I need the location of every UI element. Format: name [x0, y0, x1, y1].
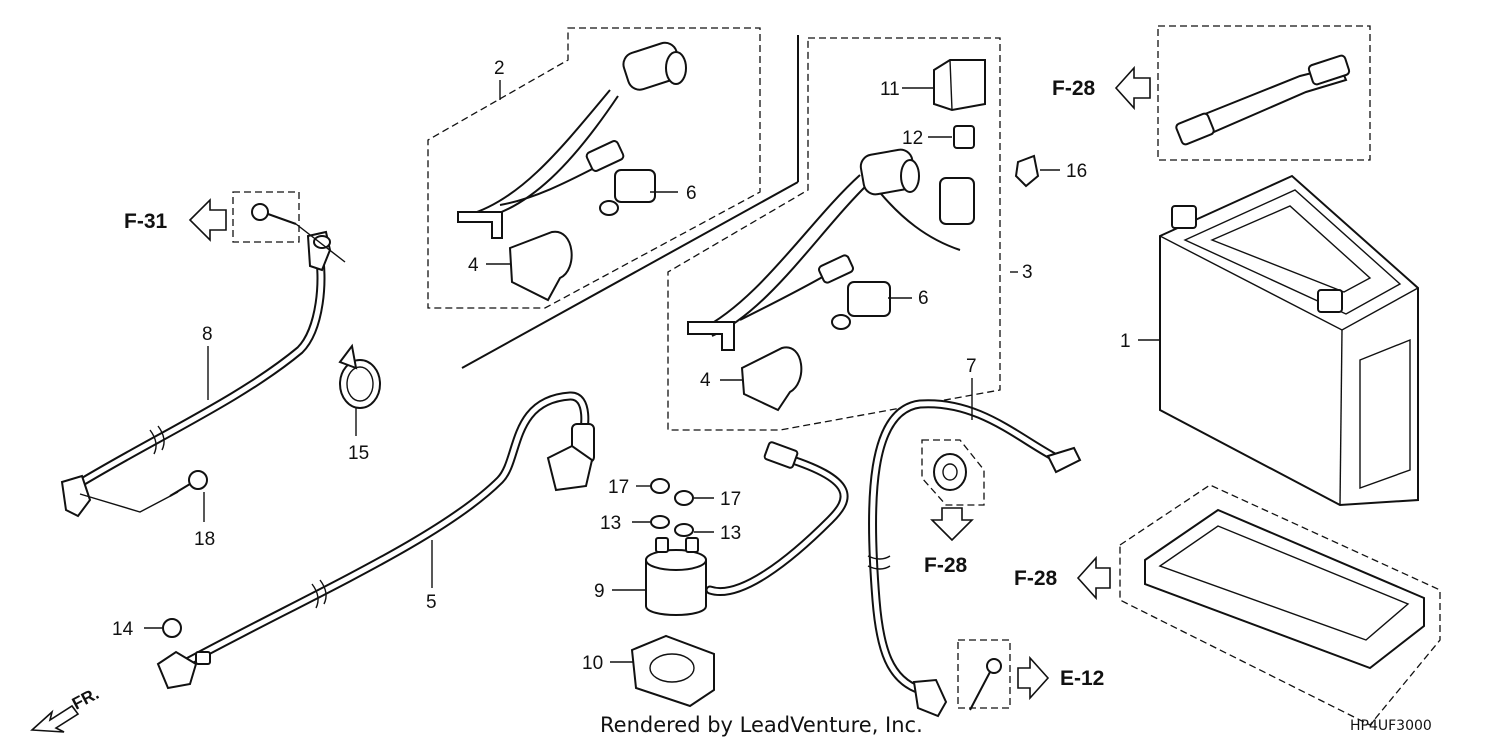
credit-text: Rendered by LeadVenture, Inc. [600, 713, 923, 737]
callout-7: 7 [966, 356, 977, 377]
nut-17a [650, 478, 670, 494]
ref-e12: E-12 [1060, 667, 1104, 690]
nut-17b [674, 490, 694, 506]
callout-18: 18 [194, 529, 215, 550]
callout-3: 3 [1022, 262, 1033, 283]
callout-6a: 6 [686, 183, 697, 204]
harness-assembly-2 [427, 27, 799, 369]
battery-1 [1159, 174, 1419, 507]
callout-11: 11 [880, 79, 900, 100]
cable-5 [156, 391, 595, 690]
nut-14 [162, 618, 182, 638]
ref-f28-mid: F-28 [924, 554, 968, 577]
callout-14: 14 [112, 619, 134, 640]
harness-assembly-3 [667, 37, 1001, 431]
callout-1: 1 [1120, 331, 1131, 352]
diagram-code: HP4UF3000 [1350, 718, 1432, 734]
bolt-e12 [957, 639, 1011, 711]
f31-arrow [188, 198, 227, 242]
callout-13a: 13 [600, 513, 621, 534]
callout-13b: 13 [720, 523, 741, 544]
front-arrow [30, 704, 80, 733]
callout-10: 10 [582, 653, 603, 674]
callout-17a: 17 [608, 477, 629, 498]
terminal-cover-f28 [921, 439, 985, 506]
battery-strap [1157, 25, 1371, 161]
callout-6b: 6 [918, 288, 929, 309]
ref-f28-top: F-28 [1052, 77, 1096, 100]
bolt-18 [169, 470, 208, 497]
callout-17b: 17 [720, 489, 741, 510]
nut-13a [650, 515, 670, 529]
bolt-f31 [232, 191, 346, 263]
ref-f31: F-31 [124, 210, 168, 233]
battery-tray [1119, 484, 1441, 726]
clip-16 [1014, 154, 1040, 188]
callout-8: 8 [202, 324, 213, 345]
leader-lines [144, 80, 1160, 663]
f28-top-arrow [1114, 65, 1151, 111]
cable-7 [867, 399, 1082, 718]
callout-5: 5 [426, 592, 437, 613]
callout-15: 15 [348, 443, 369, 464]
fuse-12 [953, 125, 975, 149]
ref-f28-right: F-28 [1014, 567, 1058, 590]
callout-4a: 4 [468, 255, 479, 276]
callout-2: 2 [494, 58, 505, 79]
callout-16: 16 [1066, 161, 1087, 182]
f28-mid-arrow [930, 507, 974, 542]
relay-cover-10 [630, 634, 715, 708]
starter-relay-9 [645, 537, 707, 616]
callout-9: 9 [594, 581, 605, 602]
e12-arrow [1017, 655, 1050, 701]
band-15 [338, 343, 381, 409]
nut-13b [674, 523, 694, 537]
callout-12: 12 [902, 128, 923, 149]
callout-4b: 4 [700, 370, 711, 391]
f28-right-arrow [1076, 555, 1111, 601]
relay-11 [933, 59, 986, 112]
cable-8 [60, 230, 332, 518]
